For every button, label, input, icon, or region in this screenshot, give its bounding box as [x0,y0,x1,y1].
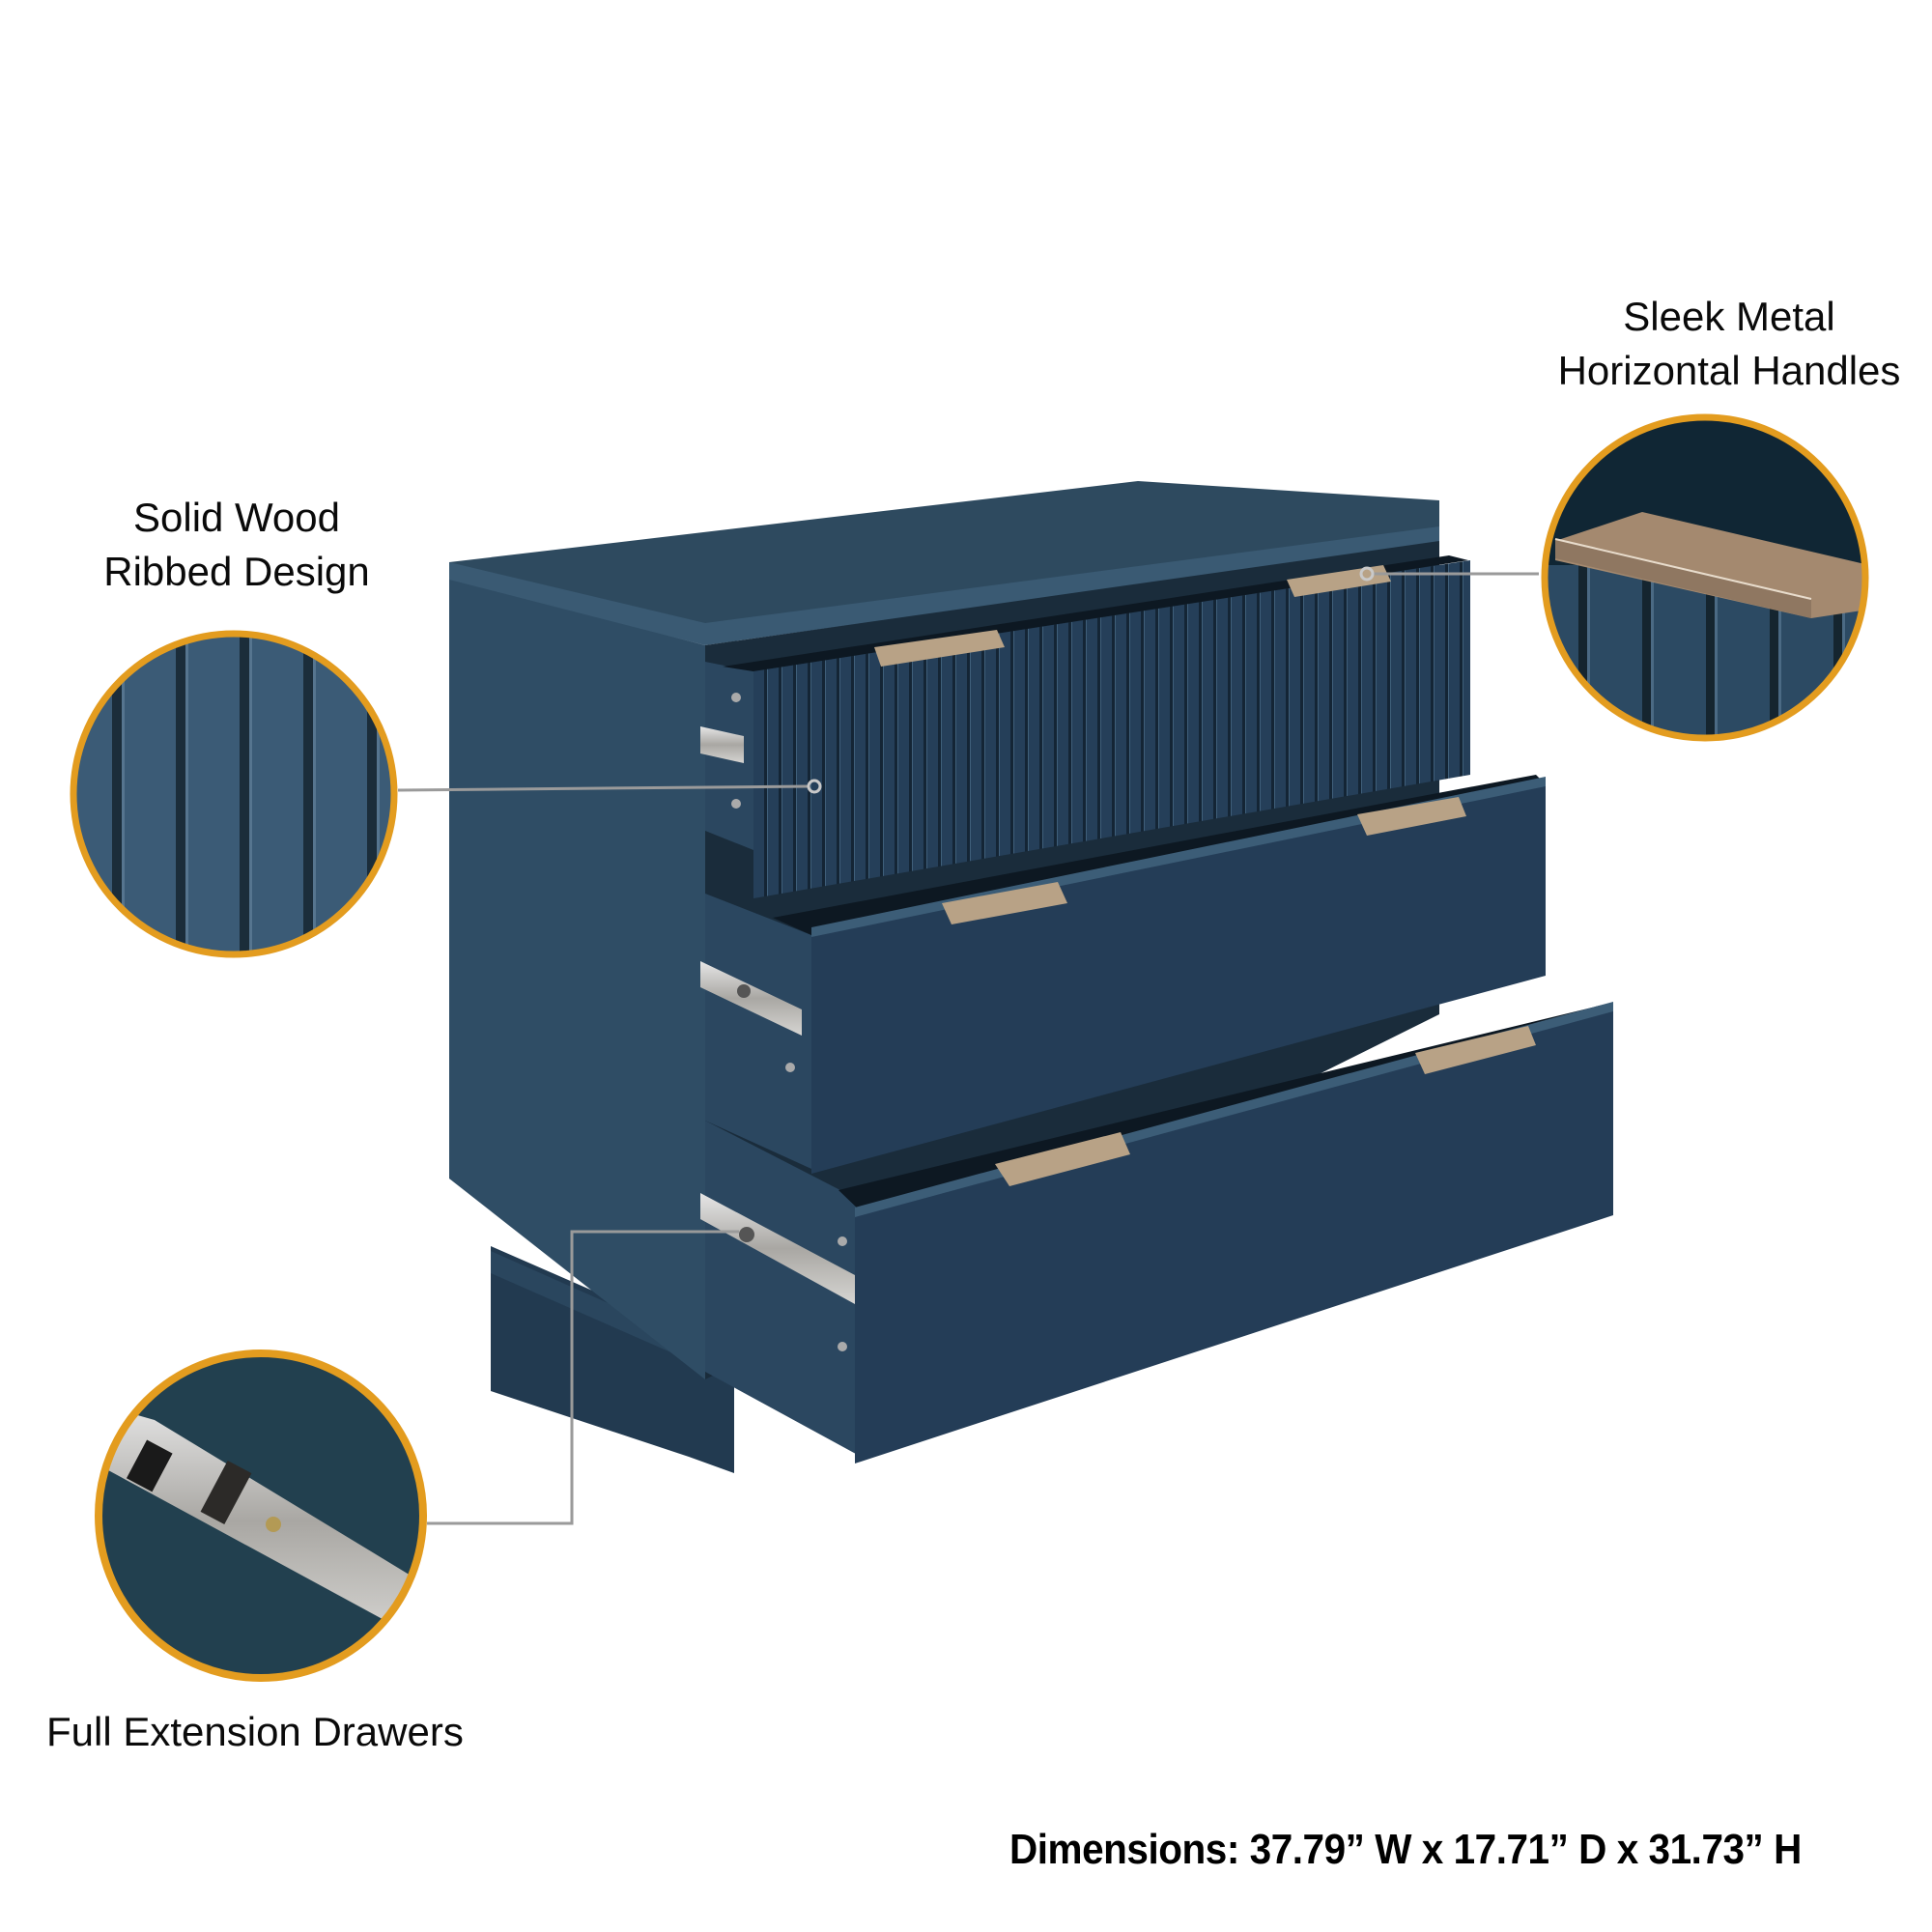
dimensions-text: Dimensions: 37.79” W x 17.71” D x 31.73”… [1009,1826,1802,1873]
drawer-3-front [855,1009,1613,1463]
rail-closeup-icon [100,1401,421,1642]
dresser [449,481,1613,1473]
callout-full-extension [95,1350,427,1682]
callout-ring [70,630,398,958]
connector-dot-ribbed [807,779,822,794]
callout-ribbed-design [70,630,398,958]
callout-metal-handles [1541,413,1869,742]
feature-label-line: Solid Wood [132,495,341,540]
drawer-2-handle-right [1357,797,1466,836]
feature-label-line: Ribbed Design [103,549,370,594]
drawer-2-interior [773,775,1546,935]
feature-label-line: Horizontal Handles [1557,348,1901,393]
callout-ring [95,1350,427,1682]
dresser-top [449,481,1439,638]
feature-label-ribbed-design: Solid Wood Ribbed Design [82,491,391,599]
feature-label-line: Full Extension Drawers [46,1709,464,1754]
drawer-1-handle-right [1287,565,1391,597]
dresser-base [491,1246,734,1473]
callout-connectors [397,566,1539,1525]
feature-label-metal-handles: Sleek Metal Horizontal Handles [1536,290,1922,398]
handle-closeup-icon [1555,512,1863,618]
drawer-1-rail [700,726,744,763]
connector-ribbed [397,784,810,792]
drawer-3-side [705,1121,865,1459]
drawer-2-front [811,784,1546,1174]
drawer-3-handle-right [1415,1026,1536,1074]
connector-drawers [427,1230,739,1525]
drawer-2-side [705,894,811,1169]
drawer-2-handle-left [942,882,1067,924]
drawer-3-rail [700,1193,855,1304]
dresser-side-panel [449,578,705,1379]
drawer-2-rail [700,961,802,1036]
callout-ring [1541,413,1869,742]
connector-dot-handles [1359,566,1375,582]
drawer-1-handle-left [874,630,1005,667]
feature-label-line: Sleek Metal [1623,294,1835,339]
feature-label-full-extension: Full Extension Drawers [46,1705,464,1759]
drawer-3-handle-left [995,1132,1130,1186]
